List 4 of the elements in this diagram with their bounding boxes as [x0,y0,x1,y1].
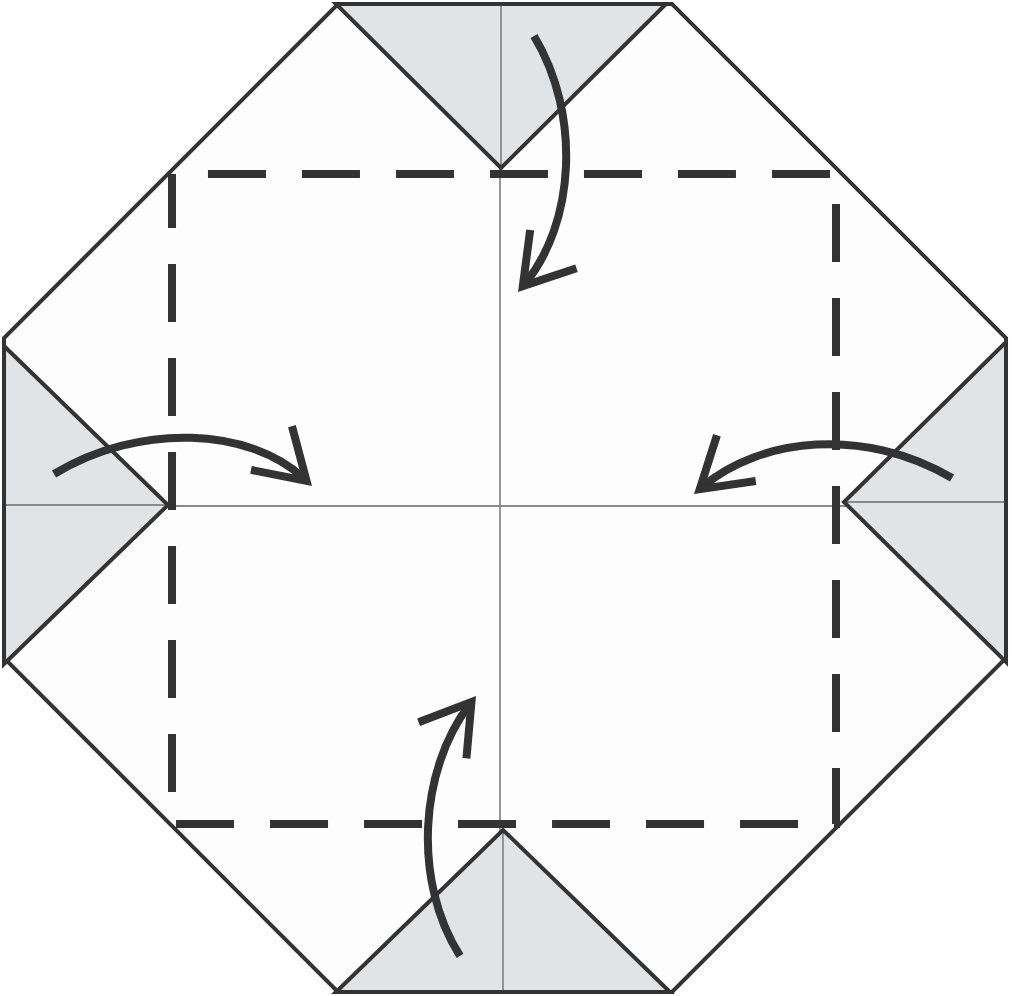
fold-arrow [518,34,578,292]
fold-arrow [52,425,312,486]
fold-arrow [694,433,954,494]
fold-arrow [417,696,476,958]
